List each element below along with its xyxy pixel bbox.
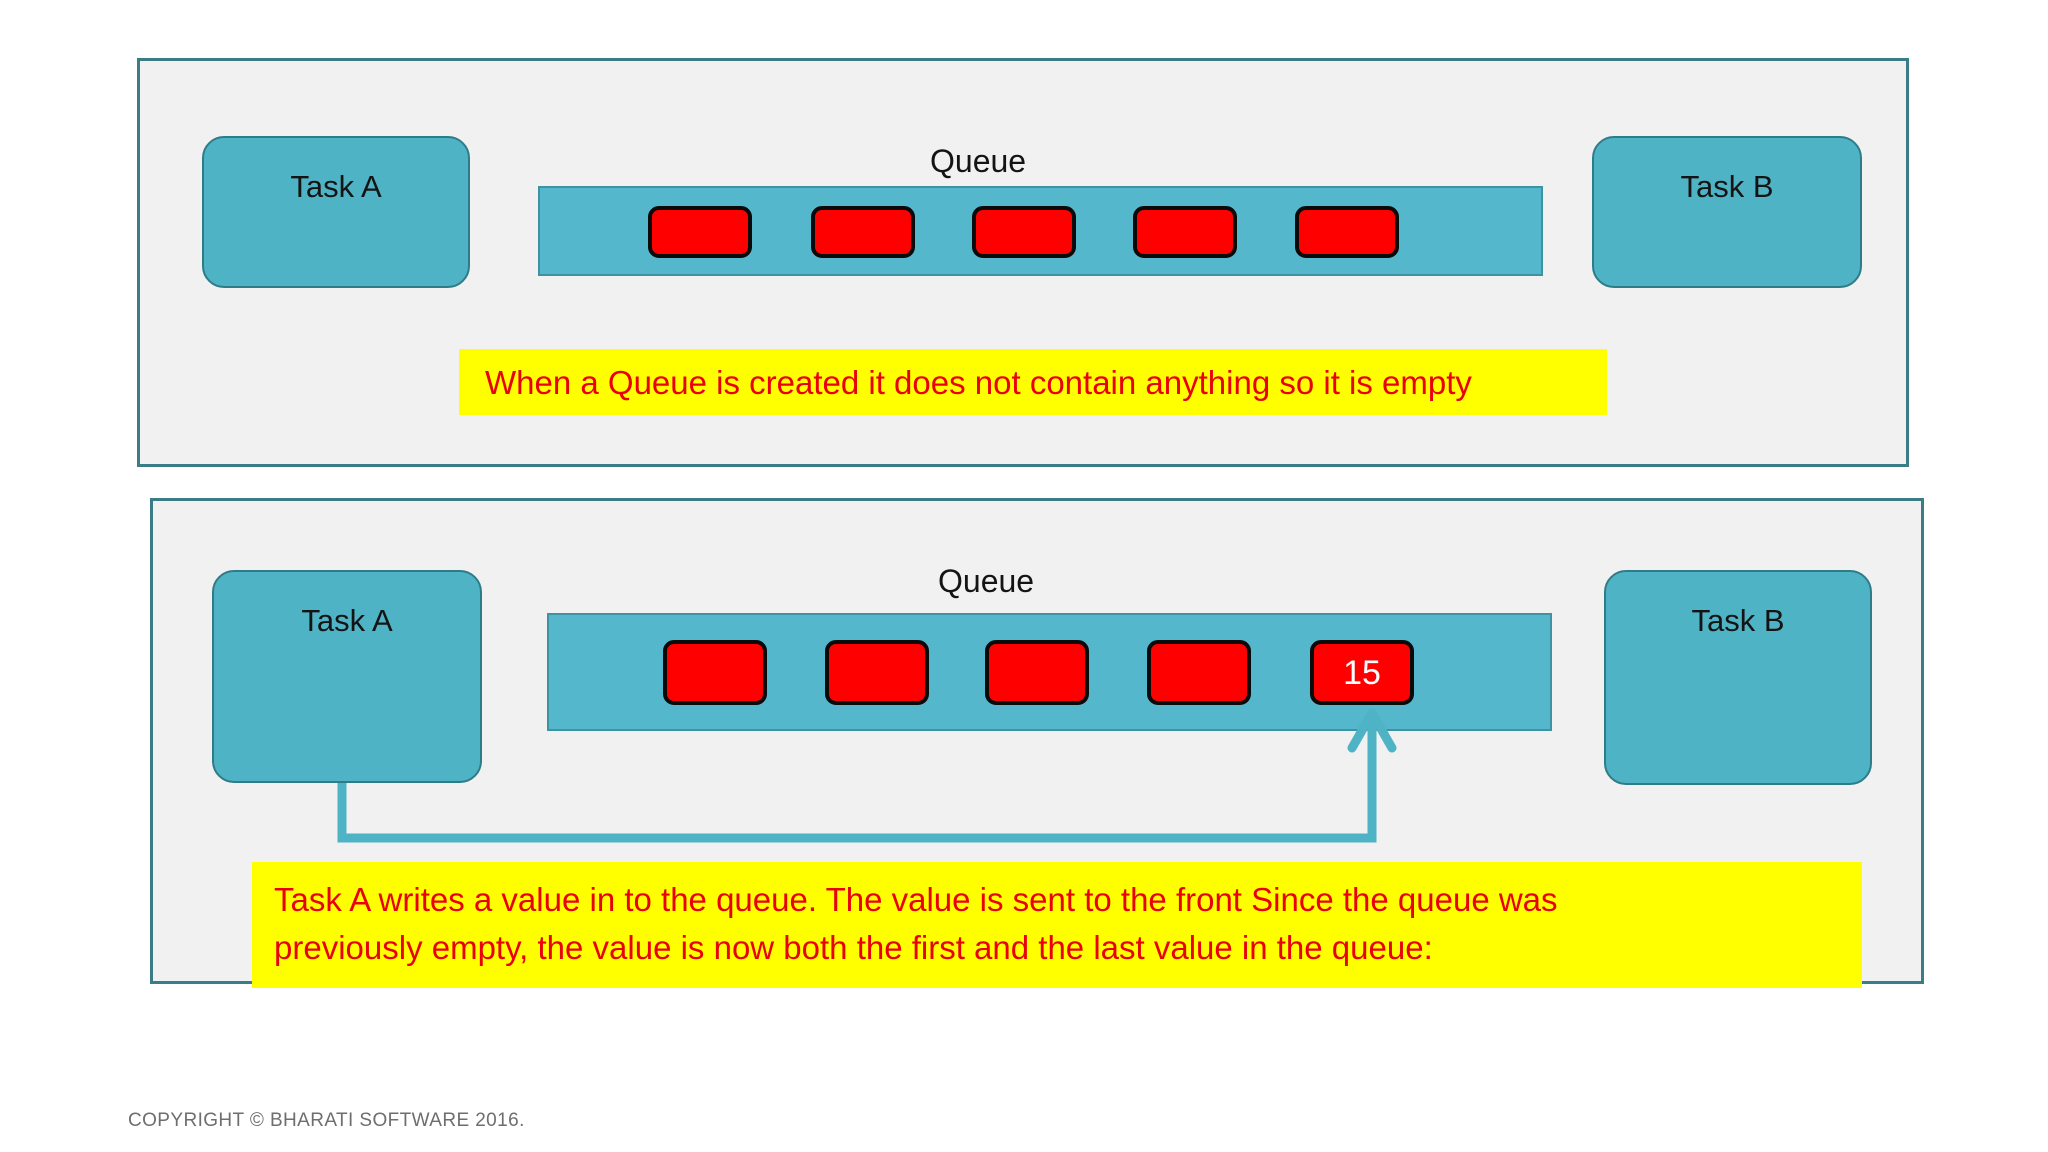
queue-cell[interactable] (825, 640, 929, 705)
task-b-box-panel-1[interactable]: Task B (1592, 136, 1862, 288)
task-a-label-panel-1: Task A (290, 169, 382, 204)
task-a-label-panel-2: Task A (301, 603, 393, 638)
task-b-box-panel-2[interactable]: Task B (1604, 570, 1872, 785)
task-b-label-panel-1: Task B (1680, 169, 1774, 204)
queue-title-panel-2: Queue (938, 563, 1035, 599)
queue-cell[interactable] (1147, 640, 1251, 705)
callout-text-panel-1: When a Queue is created it does not cont… (485, 363, 1472, 401)
queue-cell[interactable] (1133, 206, 1237, 258)
queue-cell-with-value[interactable]: 15 (1310, 640, 1414, 705)
callout-text-panel-2-line-2: previously empty, the value is now both … (274, 929, 1433, 966)
callout-panel-1: When a Queue is created it does not cont… (459, 349, 1607, 415)
callout-panel-2: Task A writes a value in to the queue. T… (252, 862, 1862, 988)
queue-cell[interactable] (811, 206, 915, 258)
queue-cell[interactable] (985, 640, 1089, 705)
callout-text-panel-2-line-1: Task A writes a value in to the queue. T… (274, 881, 1558, 918)
queue-cell[interactable] (972, 206, 1076, 258)
task-b-label-panel-2: Task B (1691, 603, 1785, 638)
queue-cell[interactable] (648, 206, 752, 258)
task-a-box-panel-1[interactable]: Task A (202, 136, 470, 288)
queue-cell-value: 15 (1343, 653, 1381, 692)
queue-cell[interactable] (1295, 206, 1399, 258)
task-a-box-panel-2[interactable]: Task A (212, 570, 482, 783)
queue-title-panel-1: Queue (930, 143, 1027, 179)
copyright-notice: COPYRIGHT © BHARATI SOFTWARE 2016. (128, 1110, 525, 1131)
queue-cell[interactable] (663, 640, 767, 705)
